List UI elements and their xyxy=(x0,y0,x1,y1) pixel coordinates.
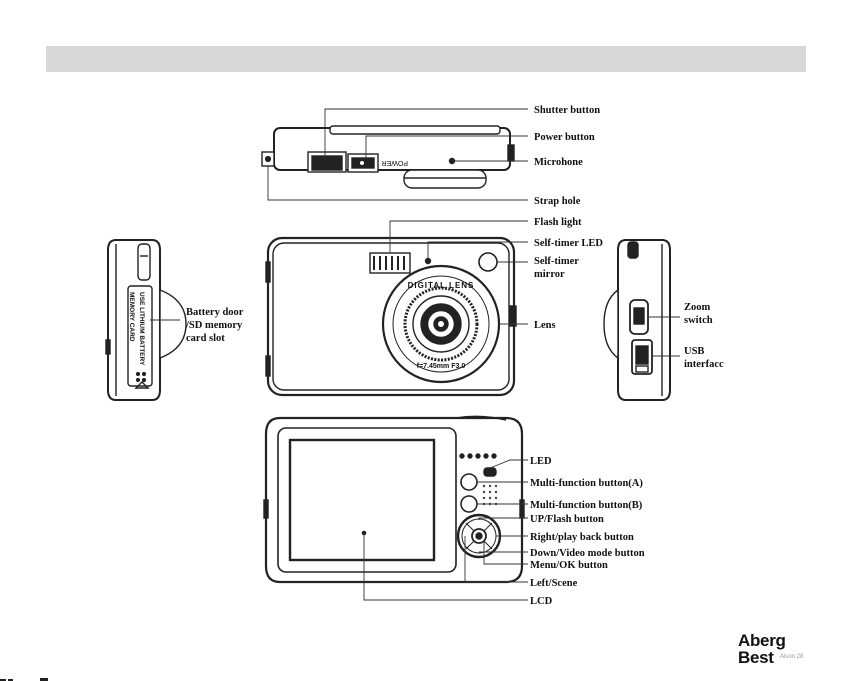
label-left-scene: Left/Scene xyxy=(530,578,578,589)
battery-engraving: USE LITHIUM BATTERY xyxy=(138,292,145,366)
label-multi-function-a: Multi-function button(A) xyxy=(530,478,643,489)
power-engraving: POWER xyxy=(382,159,408,166)
label-self-timer-led: Self-timer LED xyxy=(534,238,603,249)
self-timer-mirror xyxy=(478,252,498,272)
multi-function-button-b xyxy=(460,495,478,513)
label-shutter-button: Shutter button xyxy=(534,105,600,116)
label-down-video: Down/Video mode button xyxy=(530,548,645,559)
back-led xyxy=(483,467,497,477)
leader-lines xyxy=(150,108,680,601)
label-self-timer-mirror-1: Self-timer xyxy=(534,256,579,267)
label-led: LED xyxy=(530,456,552,467)
label-battery-door-1: Battery door xyxy=(186,307,244,318)
digital-lens-engraving: DIGITAL LENS xyxy=(408,281,475,290)
label-power-button: Power button xyxy=(534,132,595,143)
label-usb-interface-2: interfacc xyxy=(684,359,724,370)
label-menu-ok: Menu/OK button xyxy=(530,560,608,571)
label-zoom-switch-1: Zoom xyxy=(684,302,711,313)
brand-logo: Aberg Best Alson 28 xyxy=(736,632,816,672)
label-self-timer-mirror-2: mirror xyxy=(534,269,565,280)
memory-card-engraving: MEMORY CARD xyxy=(128,292,135,342)
label-up-flash: UP/Flash button xyxy=(530,514,604,525)
label-usb-interface-1: USB xyxy=(684,346,704,357)
logo-line-1: Aberg xyxy=(738,631,786,650)
logo-tagline: Alson 28 xyxy=(780,654,804,660)
camera-back-view xyxy=(263,415,525,584)
camera-right-side-view xyxy=(603,239,671,401)
self-timer-led xyxy=(424,257,432,265)
label-battery-door-3: card slot xyxy=(186,333,225,344)
camera-left-side-view: USE LITHIUM BATTERY MEMORY CARD xyxy=(105,239,187,401)
label-battery-door-2: /SD memory xyxy=(185,320,243,331)
label-lens: Lens xyxy=(534,320,556,331)
lcd-screen xyxy=(288,438,436,562)
camera-top-view: POWER xyxy=(261,125,515,189)
microphone-hole xyxy=(448,157,456,165)
label-flash-light: Flash light xyxy=(534,217,582,228)
lens-spec-engraving: f=7.45mm F3.0 xyxy=(417,363,466,370)
label-multi-function-b: Multi-function button(B) xyxy=(530,500,643,511)
label-lcd: LCD xyxy=(530,596,553,607)
camera-front-view: DIGITAL LENS f=7.45mm F3.0 xyxy=(265,236,517,397)
label-right-playback: Right/play back button xyxy=(530,532,634,543)
footer-scan-mark xyxy=(0,678,48,681)
label-microphone: Microhone xyxy=(534,157,583,168)
label-strap-hole: Strap hole xyxy=(534,196,581,207)
logo-line-2: Best xyxy=(738,648,774,667)
label-zoom-switch-2: switch xyxy=(684,315,713,326)
header-bar xyxy=(46,46,806,72)
multi-function-button-a xyxy=(460,473,478,491)
